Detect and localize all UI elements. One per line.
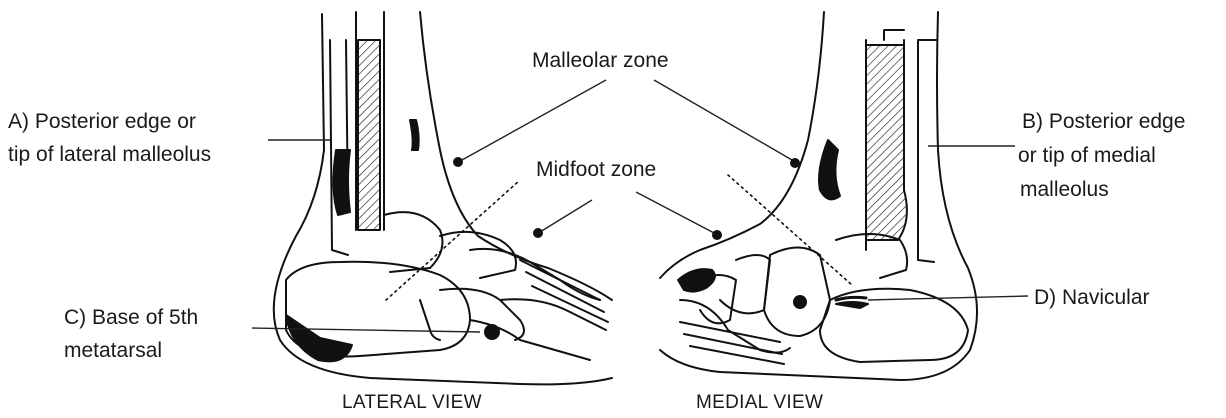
label-b-line2: or tip of medial (1018, 142, 1156, 169)
label-a-line2: tip of lateral malleolus (8, 141, 211, 168)
lateral-midfoot-dot (533, 228, 543, 238)
label-b-line1: B) Posterior edge (1022, 108, 1185, 135)
medial-view-caption: MEDIAL VIEW (696, 392, 823, 414)
label-c-line2: metatarsal (64, 337, 162, 364)
label-a-line1: A) Posterior edge or (8, 108, 196, 135)
medial-midfoot-dot (712, 230, 722, 240)
medial-foot-drawing (660, 12, 977, 380)
medial-malleolar-dot (790, 158, 800, 168)
label-c-line1: C) Base of 5th (64, 304, 198, 331)
malleolar-zone-label: Malleolar zone (532, 47, 669, 74)
lateral-view-caption: LATERAL VIEW (342, 392, 482, 414)
label-b-line3: malleolus (1020, 176, 1109, 203)
midfoot-zone-label: Midfoot zone (536, 156, 656, 183)
lateral-malleolar-dot (453, 157, 463, 167)
label-d: D) Navicular (1034, 284, 1150, 311)
